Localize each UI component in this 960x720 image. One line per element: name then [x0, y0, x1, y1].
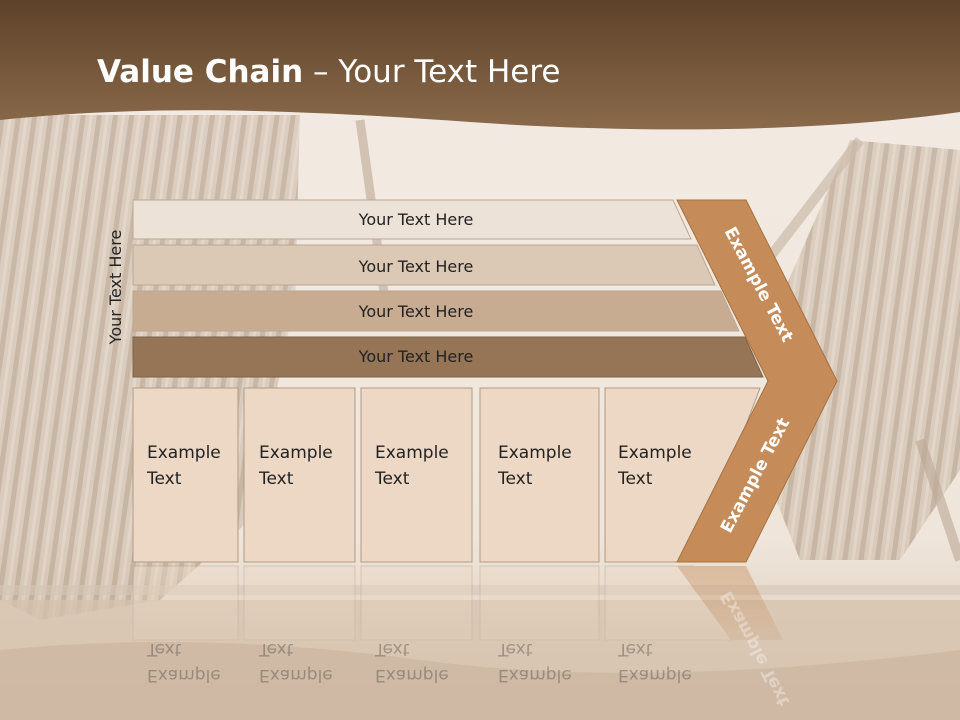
- diagram-reflection: Text Example: [132, 565, 783, 641]
- svg-text:Text: Text: [374, 639, 410, 659]
- svg-text:Example: Example: [618, 665, 692, 685]
- column-box: [243, 387, 356, 563]
- row-shape: [132, 199, 692, 240]
- svg-text:Example: Example: [259, 665, 333, 685]
- svg-text:Text: Text: [617, 639, 653, 659]
- margin-arrow: Example Text Example Text: [676, 199, 838, 563]
- svg-text:Text: Text: [258, 639, 294, 659]
- title-rest: – Your Text Here: [303, 54, 561, 90]
- column-box: [132, 387, 239, 563]
- row-label: Your Text Here: [358, 210, 474, 229]
- row-shape: [132, 336, 764, 378]
- svg-text:Text: Text: [146, 639, 182, 659]
- row-shape: [132, 244, 716, 286]
- row-label: Your Text Here: [358, 257, 474, 276]
- column-box: [479, 387, 600, 563]
- svg-text:Example: Example: [147, 665, 221, 685]
- title-bold: Value Chain: [97, 54, 304, 90]
- side-label: Your Text Here: [106, 230, 125, 346]
- column-box: [360, 387, 473, 563]
- support-row: Your Text Here: [132, 244, 716, 286]
- row-shape: [132, 290, 740, 332]
- title-band: [0, 0, 960, 130]
- svg-text:Text: Text: [497, 639, 533, 659]
- slide-title: Value Chain – Your Text Here: [97, 54, 560, 90]
- row-label: Your Text Here: [358, 347, 474, 366]
- svg-text:Example: Example: [375, 665, 449, 685]
- support-row: Your Text Here: [132, 336, 764, 378]
- svg-text:Example: Example: [498, 665, 572, 685]
- support-row: Your Text Here: [132, 199, 692, 240]
- support-row: Your Text Here: [132, 290, 740, 332]
- arrow-shape: [676, 199, 838, 563]
- row-label: Your Text Here: [358, 302, 474, 321]
